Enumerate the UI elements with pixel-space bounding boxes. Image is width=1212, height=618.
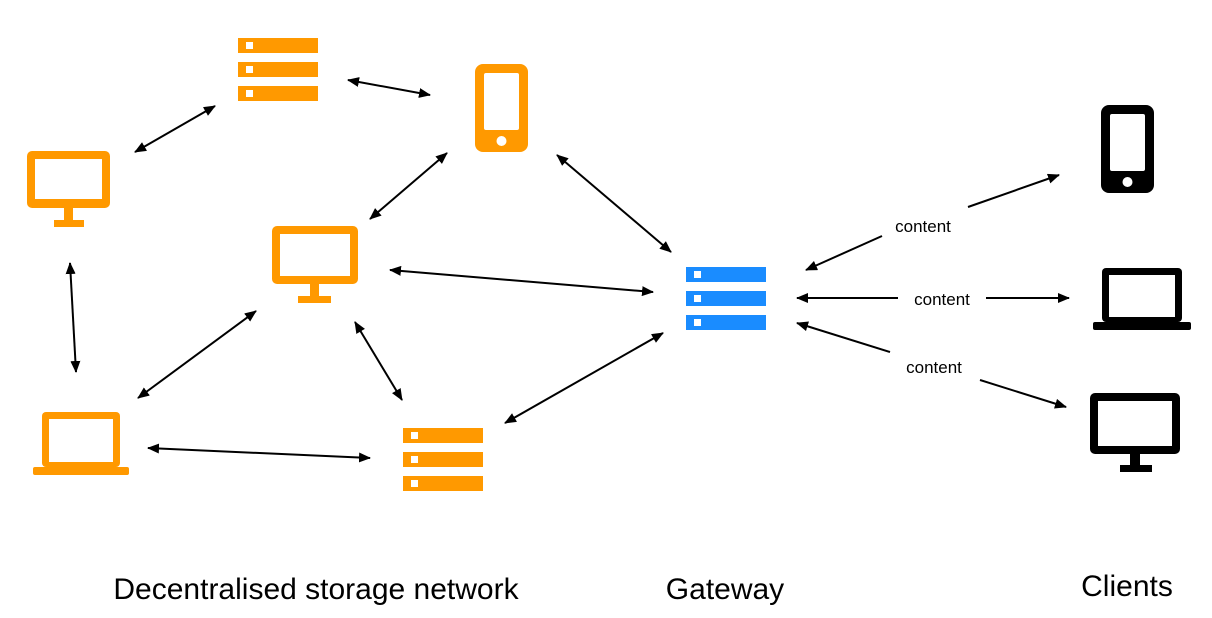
edge-gateway-client-monitor-b: [979, 379, 1067, 409]
label-decentralised-storage-network: Decentralised storage network: [113, 573, 519, 606]
edge-label-content-1: content: [895, 217, 951, 236]
edge-server1-phone: [347, 77, 431, 98]
smartphone-icon: [1101, 105, 1154, 193]
label-gateway: Gateway: [666, 573, 784, 606]
server-rack-icon: [403, 428, 483, 491]
edge-laptop-server2: [147, 443, 371, 463]
edge-phone-monitor2: [369, 152, 448, 220]
edge-label-content-2: content: [914, 290, 970, 309]
label-clients: Clients: [1081, 570, 1173, 603]
edge-monitor1-server1: [134, 105, 216, 153]
edge-gateway-client-monitor-a: [796, 321, 891, 353]
laptop-icon: [33, 412, 129, 475]
desktop-monitor-icon: [272, 226, 358, 303]
network-edges: [65, 77, 1070, 463]
edge-gateway-client-phone-a: [805, 235, 883, 271]
edge-monitor2-server2: [354, 321, 403, 401]
edge-phone-gateway: [556, 154, 672, 253]
server-rack-icon: [238, 38, 318, 101]
laptop-icon: [1093, 268, 1191, 330]
smartphone-icon: [475, 64, 528, 152]
edge-gateway-client-phone-b: [967, 173, 1060, 208]
desktop-monitor-icon: [1090, 393, 1180, 472]
edge-monitor2-gateway: [389, 265, 654, 297]
desktop-monitor-icon: [27, 151, 110, 227]
edge-server2-gateway: [504, 332, 664, 424]
edge-laptop-monitor2: [137, 310, 257, 399]
edge-label-content-3: content: [906, 358, 962, 377]
server-rack-icon: [686, 267, 766, 330]
edge-monitor1-laptop: [65, 262, 81, 373]
